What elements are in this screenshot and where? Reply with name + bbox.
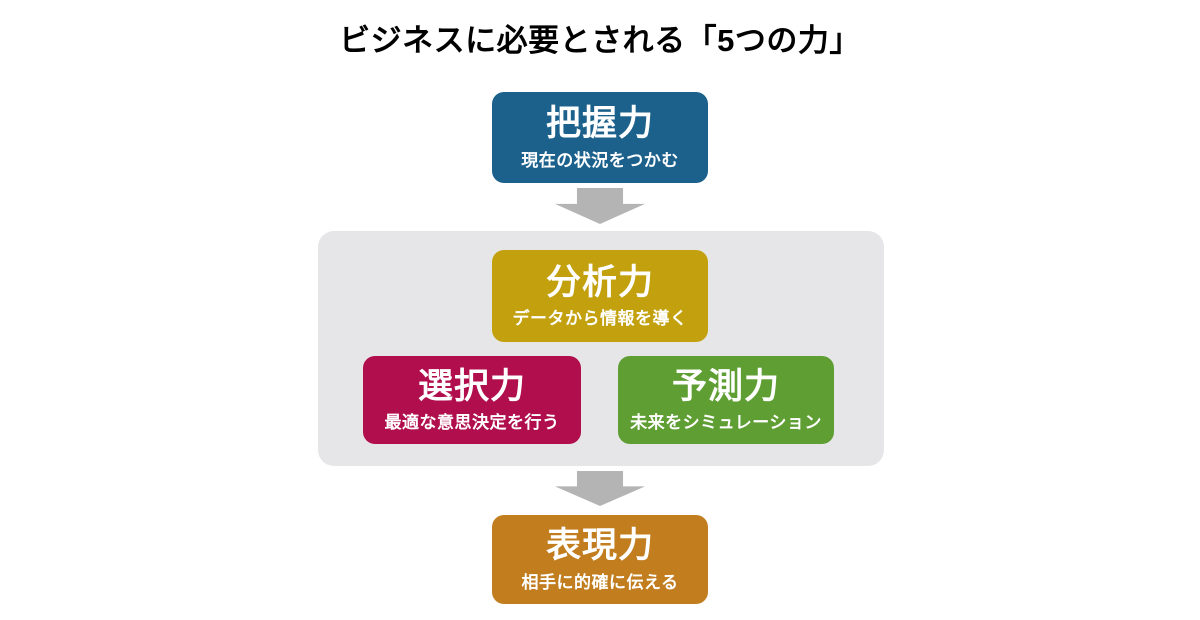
box-label: 表現力 (545, 526, 654, 566)
box-description: 最適な意思決定を行う (384, 413, 560, 432)
selection-power-box: 選択力 最適な意思決定を行う (363, 356, 581, 444)
page-title: ビジネスに必要とされる「5つの力」 (339, 23, 861, 58)
down-arrow-icon (555, 188, 645, 224)
expression-power-box: 表現力 相手に的確に伝える (492, 515, 708, 604)
prediction-power-box: 予測力 未来をシミュレーション (618, 356, 834, 444)
box-description: 相手に的確に伝える (521, 572, 679, 592)
box-label: 分析力 (545, 262, 654, 302)
box-description: 現在の状況をつかむ (521, 150, 679, 170)
box-label: 把握力 (545, 104, 654, 144)
box-label: 選択力 (417, 366, 526, 406)
box-description: 未来をシミュレーション (630, 413, 822, 432)
box-label: 予測力 (671, 366, 780, 406)
down-arrow-icon (555, 471, 645, 506)
grasp-power-box: 把握力 現在の状況をつかむ (492, 92, 708, 183)
analysis-power-box: 分析力 データから情報を導く (492, 250, 708, 342)
box-description: データから情報を導く (512, 309, 688, 328)
